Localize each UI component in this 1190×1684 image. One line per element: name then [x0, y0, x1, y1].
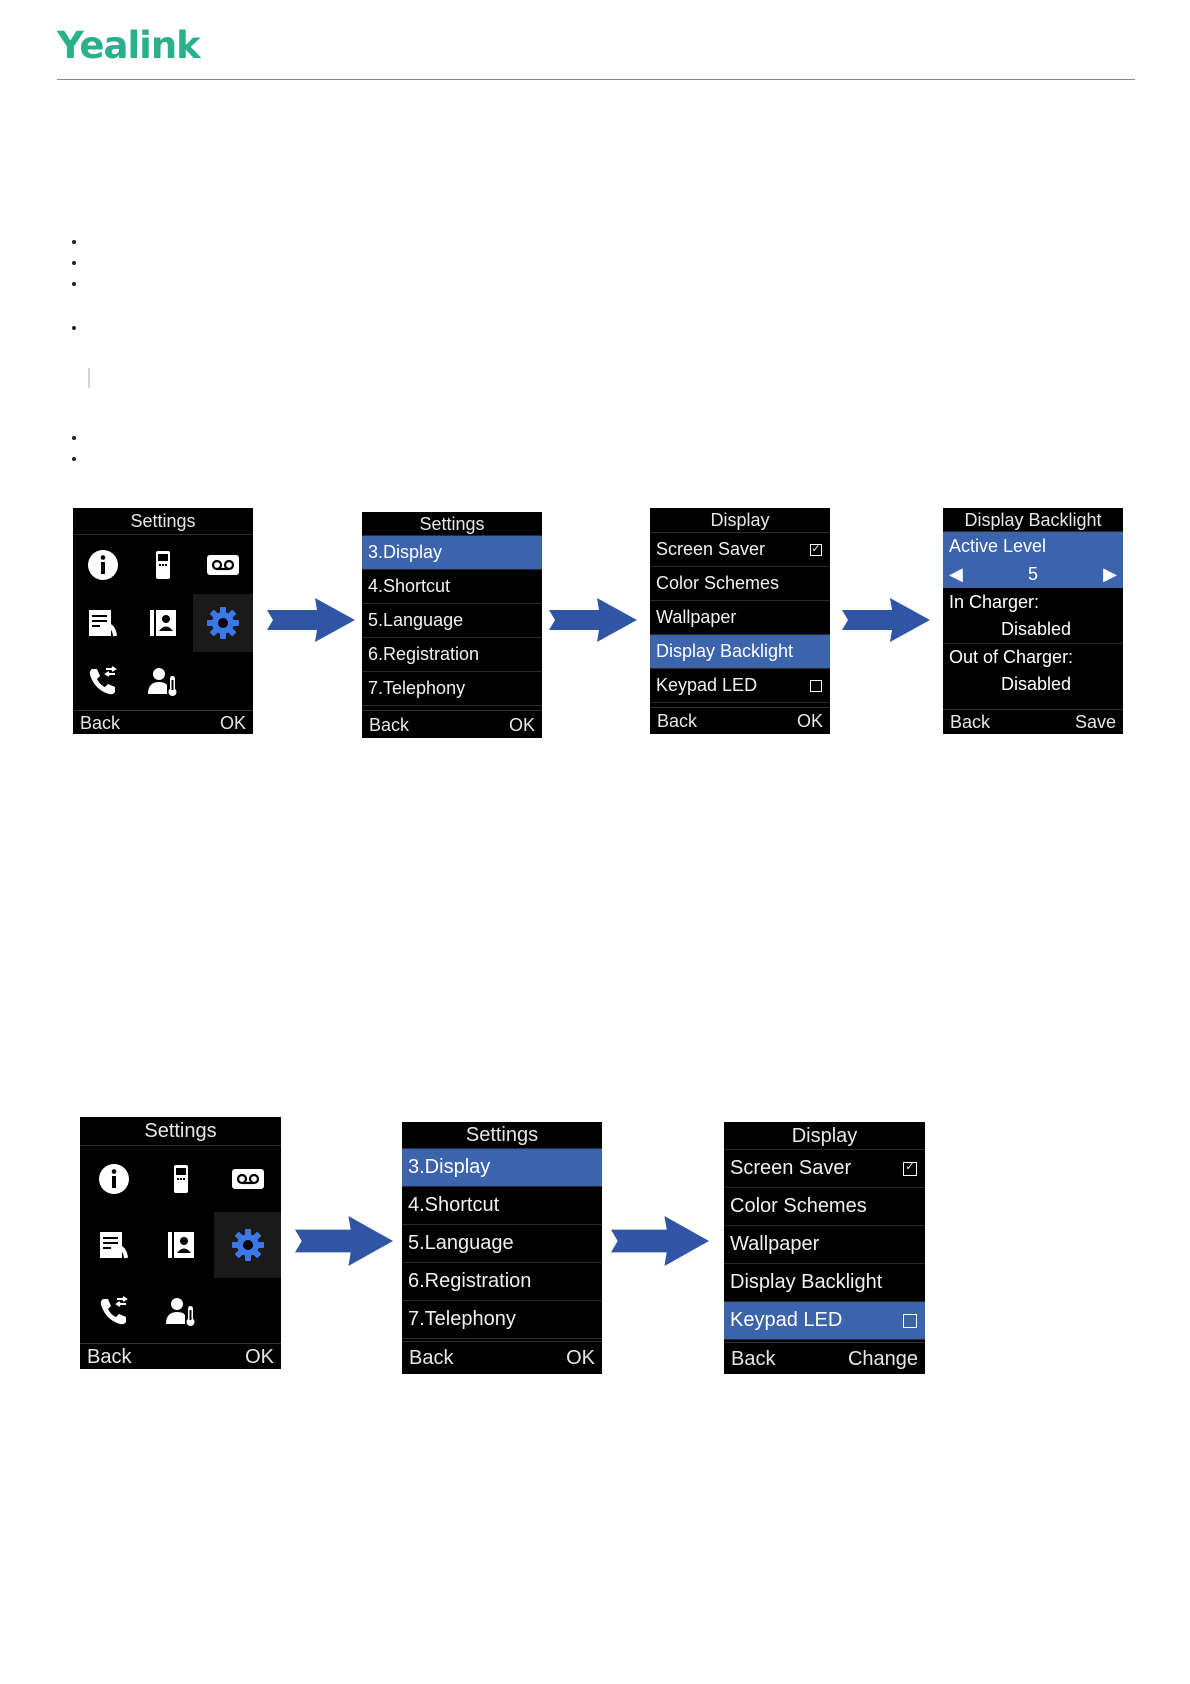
- screen-title: Display Backlight: [943, 508, 1123, 532]
- active-level-panel[interactable]: Active Level ◀ 5 ▶: [943, 532, 1123, 588]
- arrow-right-icon[interactable]: ▶: [1103, 564, 1117, 584]
- screen-settings-list: Settings 3.Display 4.Shortcut 5.Language…: [362, 512, 542, 738]
- back-softkey[interactable]: Back: [369, 715, 410, 735]
- arrow-right-icon: [549, 598, 637, 642]
- list-item[interactable]: 5.Language: [362, 604, 542, 638]
- directory-icon[interactable]: [133, 594, 193, 652]
- list-item[interactable]: 3.Display: [402, 1149, 602, 1187]
- screen-settings-icons: Settings Back OK: [73, 508, 253, 734]
- back-softkey[interactable]: Back: [409, 1347, 454, 1369]
- info-icon[interactable]: [80, 1146, 147, 1212]
- arrow-right-icon: [842, 598, 930, 642]
- call-history-icon[interactable]: [73, 594, 133, 652]
- bullet-dot: [72, 282, 76, 286]
- list-item[interactable]: Wallpaper: [724, 1226, 925, 1264]
- screen-display-list: Display Screen Saver ✓ Color Schemes Wall…: [650, 508, 830, 734]
- active-level-value: 5: [1027, 564, 1038, 584]
- intercom-icon[interactable]: [73, 652, 133, 710]
- screen-title: Settings: [402, 1122, 602, 1149]
- ok-softkey[interactable]: OK: [219, 713, 246, 733]
- list-item[interactable]: Keypad LED: [650, 669, 830, 703]
- status-icon[interactable]: [147, 1278, 214, 1344]
- screen-display-backlight: Display Backlight Active Level ◀ 5 ▶ In …: [943, 508, 1123, 734]
- list-item-label: Keypad LED: [730, 1309, 843, 1331]
- list-item[interactable]: Wallpaper: [650, 601, 830, 635]
- call-history-icon[interactable]: [80, 1212, 147, 1278]
- checkbox-empty-icon[interactable]: [810, 679, 822, 692]
- list-item[interactable]: Color Schemes: [650, 567, 830, 601]
- screen-settings-icons: Settings Back OK: [80, 1117, 281, 1369]
- change-softkey[interactable]: Change: [847, 1348, 918, 1370]
- arrow-left-icon[interactable]: ◀: [949, 564, 963, 584]
- back-softkey[interactable]: Back: [87, 1346, 132, 1368]
- list-item[interactable]: 6.Registration: [362, 638, 542, 672]
- list-item[interactable]: 3.Display: [362, 536, 542, 570]
- list-item[interactable]: Color Schemes: [724, 1188, 925, 1226]
- out-charger-row[interactable]: Out of Charger: Disabled: [943, 644, 1123, 698]
- arrow-right-icon: [295, 1216, 393, 1266]
- out-charger-value: Disabled: [1000, 674, 1072, 694]
- note-bar: [88, 368, 90, 388]
- ok-softkey[interactable]: OK: [566, 1347, 595, 1369]
- in-charger-value: Disabled: [1000, 619, 1072, 639]
- list-item-label: Keypad LED: [656, 675, 758, 695]
- screen-title: Settings: [362, 512, 542, 536]
- list-item[interactable]: Keypad LED: [724, 1302, 925, 1340]
- out-charger-label: Out of Charger:: [949, 647, 1074, 667]
- list-item[interactable]: Display Backlight: [724, 1264, 925, 1302]
- screen-display-list: Display Screen Saver ✓ Color Schemes Wall…: [724, 1122, 925, 1374]
- directory-icon[interactable]: [147, 1212, 214, 1278]
- list-item[interactable]: 5.Language: [402, 1225, 602, 1263]
- list-item[interactable]: 7.Telephony: [402, 1301, 602, 1339]
- in-charger-row[interactable]: In Charger: Disabled: [943, 588, 1123, 644]
- yealink-logo: Yealink: [57, 24, 201, 67]
- list-item[interactable]: 7.Telephony: [362, 672, 542, 706]
- ok-softkey[interactable]: OK: [245, 1346, 274, 1368]
- list-item-label: Screen Saver: [730, 1157, 852, 1179]
- bullet-dot: [72, 326, 76, 330]
- list-item[interactable]: 6.Registration: [402, 1263, 602, 1301]
- save-softkey[interactable]: Save: [1074, 712, 1116, 732]
- list-item[interactable]: 4.Shortcut: [402, 1187, 602, 1225]
- screen-title: Settings: [73, 508, 253, 535]
- settings-gear-icon[interactable]: [193, 594, 253, 652]
- intercom-icon[interactable]: [80, 1278, 147, 1344]
- voicemail-icon[interactable]: [193, 536, 253, 594]
- handset-icon[interactable]: [147, 1146, 214, 1212]
- screen-title: Display: [650, 508, 830, 533]
- active-level-label: Active Level: [949, 536, 1047, 556]
- bullet-dot: [72, 436, 76, 440]
- in-charger-label: In Charger:: [949, 592, 1040, 612]
- info-icon[interactable]: [73, 536, 133, 594]
- ok-softkey[interactable]: OK: [796, 711, 823, 731]
- checkbox-empty-icon[interactable]: [903, 1313, 917, 1328]
- voicemail-icon[interactable]: [214, 1146, 281, 1212]
- back-softkey[interactable]: Back: [731, 1348, 776, 1370]
- status-icon[interactable]: [133, 652, 193, 710]
- back-softkey[interactable]: Back: [80, 713, 121, 733]
- bullet-dot: [72, 457, 76, 461]
- list-item-label: Screen Saver: [656, 539, 766, 559]
- list-item[interactable]: Screen Saver ✓: [650, 533, 830, 567]
- checkbox-checked-icon[interactable]: ✓: [810, 542, 822, 556]
- checkbox-checked-icon[interactable]: ✓: [903, 1161, 917, 1176]
- bullet-dot: [72, 261, 76, 265]
- screen-title: Display: [724, 1122, 925, 1150]
- header-divider: [57, 79, 1135, 80]
- list-item[interactable]: 4.Shortcut: [362, 570, 542, 604]
- screen-settings-list: Settings 3.Display 4.Shortcut 5.Language…: [402, 1122, 602, 1374]
- handset-icon[interactable]: [133, 536, 193, 594]
- ok-softkey[interactable]: OK: [508, 715, 535, 735]
- arrow-right-icon: [267, 598, 355, 642]
- settings-gear-icon[interactable]: [214, 1212, 281, 1278]
- list-item[interactable]: Screen Saver ✓: [724, 1150, 925, 1188]
- back-softkey[interactable]: Back: [950, 712, 991, 732]
- arrow-right-icon: [611, 1216, 709, 1266]
- list-item[interactable]: Display Backlight: [650, 635, 830, 669]
- back-softkey[interactable]: Back: [657, 711, 698, 731]
- bullet-dot: [72, 240, 76, 244]
- screen-title: Settings: [80, 1117, 281, 1146]
